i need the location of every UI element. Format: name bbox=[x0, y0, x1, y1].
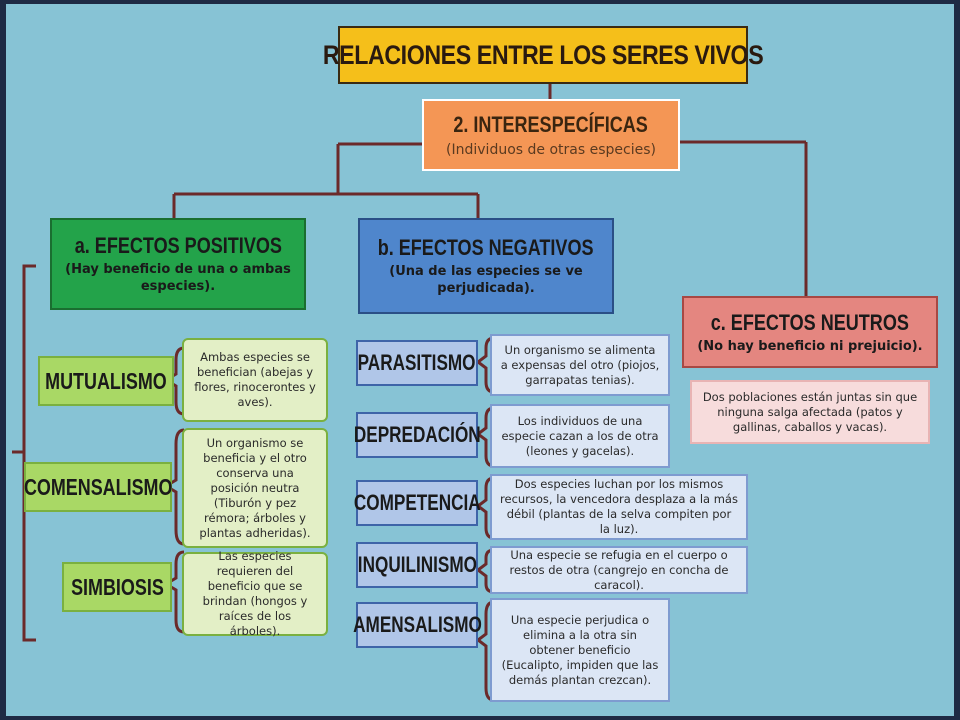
positive-effects-node: a. EFECTOS POSITIVOS (Hay beneficio de u… bbox=[50, 218, 306, 310]
term-competencia: COMPETENCIA bbox=[353, 480, 481, 526]
term-competencia-label: COMPETENCIA bbox=[353, 490, 481, 515]
term-depredacion: DEPREDACIÓN bbox=[353, 412, 481, 458]
positive-title: a. EFECTOS POSITIVOS bbox=[74, 233, 282, 258]
desc-parasitismo: Un organismo se alimenta a expensas del … bbox=[490, 334, 670, 396]
neutral-subtitle: (No hay beneficio ni prejuicio). bbox=[697, 338, 923, 354]
term-depredacion-label: DEPREDACIÓN bbox=[353, 422, 481, 447]
interspecific-node: 2. INTERESPECÍFICAS (Individuos de otras… bbox=[422, 99, 680, 171]
term-inquilinismo-label: INQUILINISMO bbox=[357, 552, 477, 577]
desc-inquilinismo: Una especie se refugia en el cuerpo o re… bbox=[490, 546, 748, 594]
desc-mutualismo: Ambas especies se benefician (abejas y f… bbox=[182, 338, 328, 422]
term-mutualismo: MUTUALISMO bbox=[38, 356, 174, 406]
competencia-bracket bbox=[475, 476, 495, 540]
term-amensalismo: AMENSALISMO bbox=[353, 602, 481, 648]
negative-title: b. EFECTOS NEGATIVOS bbox=[378, 235, 594, 260]
desc-depredacion: Los individuos de una especie cazan a lo… bbox=[490, 404, 670, 468]
term-amensalismo-label: AMENSALISMO bbox=[352, 612, 482, 637]
interspecific-subtitle: (Individuos de otras especies) bbox=[446, 142, 656, 158]
main-title: RELACIONES ENTRE LOS SERES VIVOS bbox=[323, 26, 764, 84]
concept-map: RELACIONES ENTRE LOS SERES VIVOS 2. INTE… bbox=[6, 4, 954, 716]
term-simbiosis: SIMBIOSIS bbox=[62, 562, 172, 612]
term-inquilinismo: INQUILINISMO bbox=[356, 542, 478, 588]
amensalismo-bracket bbox=[475, 600, 495, 702]
main-title-text: RELACIONES ENTRE LOS SERES VIVOS bbox=[322, 39, 764, 70]
interspecific-title: 2. INTERESPECÍFICAS bbox=[453, 112, 649, 137]
term-mutualismo-label: MUTUALISMO bbox=[45, 367, 167, 394]
term-parasitismo-label: PARASITISMO bbox=[358, 350, 476, 375]
positive-subtitle: (Hay beneficio de una o ambas especies). bbox=[65, 262, 291, 294]
desc-simbiosis: Las especies requieren del beneficio que… bbox=[182, 549, 328, 638]
desc-amensalismo: Una especie perjudica o elimina a la otr… bbox=[490, 598, 670, 702]
depredacion-bracket bbox=[475, 406, 495, 468]
parasitismo-bracket bbox=[475, 336, 495, 394]
negative-effects-node: b. EFECTOS NEGATIVOS (Una de las especie… bbox=[358, 218, 614, 314]
positive-bracket bbox=[12, 264, 36, 642]
desc-competencia: Dos especies luchan por los mismos recur… bbox=[490, 474, 748, 540]
negative-subtitle: (Una de las especies se ve perjudicada). bbox=[389, 264, 583, 296]
neutral-title: c. EFECTOS NEUTROS bbox=[710, 309, 910, 335]
term-comensalismo-label: COMENSALISMO bbox=[23, 473, 173, 500]
term-simbiosis-label: SIMBIOSIS bbox=[70, 573, 164, 600]
neutral-effects-node: c. EFECTOS NEUTROS (No hay beneficio ni … bbox=[682, 296, 938, 368]
term-parasitismo: PARASITISMO bbox=[356, 340, 478, 386]
term-comensalismo: COMENSALISMO bbox=[24, 462, 172, 512]
inquilinismo-bracket bbox=[475, 548, 495, 594]
neutral-description: Dos poblaciones están juntas sin que nin… bbox=[690, 380, 930, 444]
desc-comensalismo: Un organismo se beneficia y el otro cons… bbox=[182, 428, 328, 548]
